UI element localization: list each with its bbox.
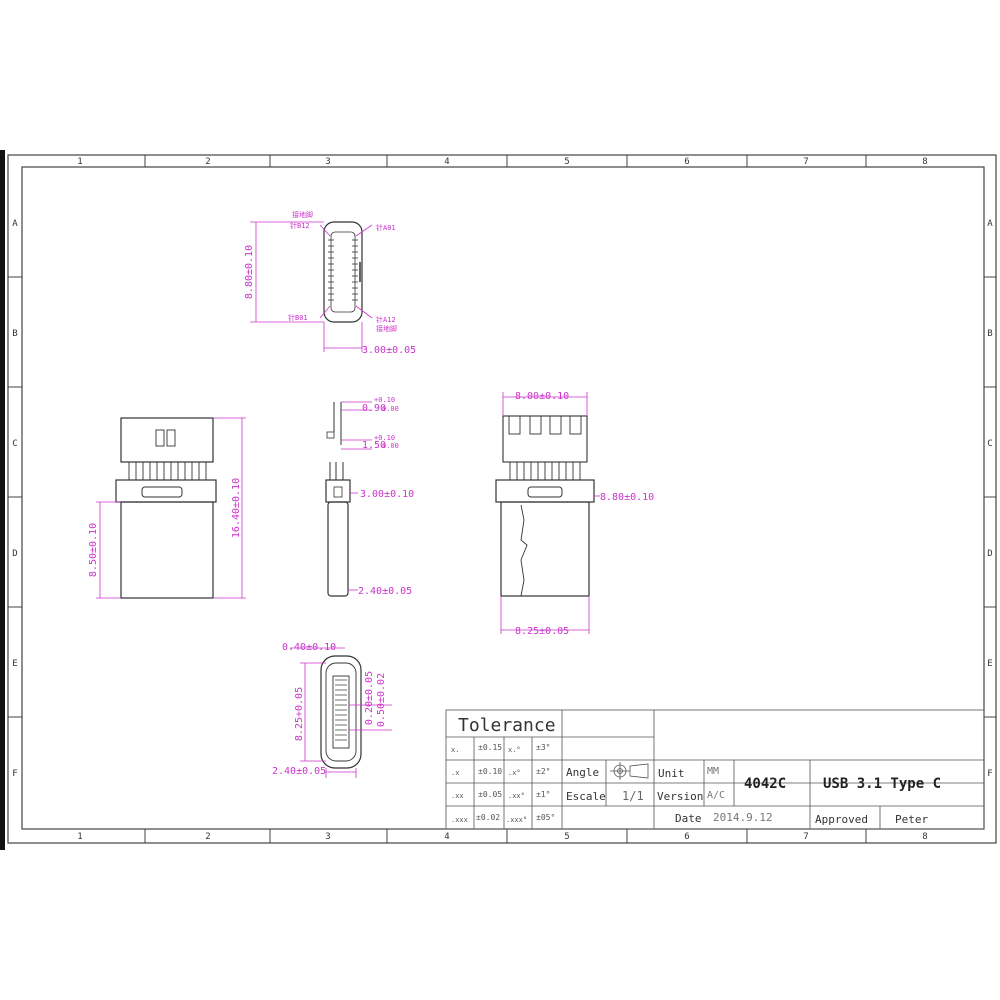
approved-value: Peter [895, 813, 928, 826]
version-label: Version [657, 790, 703, 803]
row-labels: A B C D E F A B C D E F [12, 219, 993, 779]
escale-label: Escale [566, 790, 606, 803]
col-label-bottom: 7 [803, 832, 808, 842]
title-block [445, 709, 985, 830]
col-label-top: 1 [77, 157, 82, 167]
tol-angle-key: x.° [508, 746, 521, 754]
dim-end-top: 0.40±0.10 [282, 642, 336, 653]
dim-top-width: 3.00±0.05 [362, 345, 416, 356]
tolerance-title: Tolerance [458, 715, 556, 736]
row-label-left: C [12, 439, 17, 449]
part-number: 4042C [744, 776, 786, 792]
row-label-right: C [987, 439, 992, 449]
side-view: 0.90 +0.10 0.00 1.50 +0.10 0.00 3.00±0.1… [325, 396, 414, 597]
angle-label: Angle [566, 766, 599, 779]
row-label-right: E [987, 659, 992, 669]
tol-key: .xxx [451, 816, 468, 824]
row-label-left: D [12, 549, 17, 559]
pin-label-a12: 针A12 [376, 315, 396, 324]
col-label-bottom: 2 [205, 832, 210, 842]
row-ticks [8, 276, 996, 718]
title-block-text: Tolerance x. ±0.15 x.° ±3° .x ±0.10 .x° … [451, 715, 941, 826]
row-label-left: B [12, 329, 17, 339]
tol-angle-key: .xxx° [506, 816, 527, 824]
dim-side-2: 1.50 [362, 440, 386, 451]
end-view: 0.40±0.10 8.25+0.05 0.20±0.05 0.50±0.02 … [272, 642, 392, 778]
approved-label: Approved [815, 813, 868, 826]
tol-angle-key: .x° [508, 769, 521, 777]
dim-side-2-tol-upper: +0.10 [374, 434, 395, 442]
tol-value: ±0.05 [478, 790, 502, 799]
dim-side-2-tol-lower: 0.00 [382, 442, 399, 450]
dim-right-top: 8.00±0.10 [515, 391, 569, 402]
col-label-top: 5 [564, 157, 569, 167]
dim-end-pitch-2: 0.50±0.02 [376, 673, 387, 727]
col-label-bottom: 4 [444, 832, 449, 842]
dim-end-pitch: 0.20±0.05 [364, 671, 375, 725]
col-label-top: 8 [922, 157, 927, 167]
dim-side-3: 3.00±0.10 [360, 489, 414, 500]
col-label-top: 6 [684, 157, 689, 167]
projection-symbol-icon [610, 762, 649, 780]
top-view: 8.80±0.10 3.00±0.05 接地脚 针B12 针A01 针B01 针… [244, 210, 416, 356]
col-label-top: 3 [325, 157, 330, 167]
dim-side-1-tol-upper: +0.10 [374, 396, 395, 404]
col-label-top: 2 [205, 157, 210, 167]
dim-right-bottom: 8.25±0.05 [515, 626, 569, 637]
dim-right-mid: 8.80±0.10 [600, 492, 654, 503]
unit-value: MM [707, 766, 719, 777]
dim-front-total: 16.40±0.10 [231, 478, 242, 538]
col-label-top: 4 [444, 157, 449, 167]
top-note-ground-1: 接地脚 [292, 210, 313, 219]
dim-side-1: 0.90 [362, 403, 386, 414]
column-ticks [144, 155, 867, 843]
dim-end-width: 2.40±0.05 [272, 766, 326, 777]
dim-end-height: 8.25+0.05 [294, 687, 305, 741]
dim-side-4: 2.40±0.05 [358, 586, 412, 597]
col-label-bottom: 1 [77, 832, 82, 842]
tol-key: .xx [451, 792, 464, 800]
pin-label-b01: 针B01 [288, 313, 308, 322]
col-label-bottom: 6 [684, 832, 689, 842]
tol-angle-value: ±05° [536, 813, 555, 822]
col-label-top: 7 [803, 157, 808, 167]
front-view: 16.40±0.10 8.50±0.10 [88, 417, 246, 599]
row-label-left: E [12, 659, 17, 669]
date-label: Date [675, 812, 702, 825]
row-label-right: B [987, 329, 992, 339]
right-view: 8.00±0.10 8.80±0.10 8.25±0.05 [495, 391, 654, 637]
col-label-bottom: 3 [325, 832, 330, 842]
part-title: USB 3.1 Type C [823, 776, 941, 792]
tol-value: ±0.02 [476, 813, 500, 822]
row-label-left: A [12, 219, 18, 229]
tol-key: x. [451, 746, 459, 754]
sheet-edge [0, 150, 5, 850]
column-labels: 1 2 3 4 5 6 7 8 1 2 3 4 5 6 7 8 [77, 157, 927, 842]
dim-side-1-tol-lower: 0.00 [382, 405, 399, 413]
date-value: 2014.9.12 [713, 811, 773, 824]
row-label-right: D [987, 549, 992, 559]
tol-key: .x [451, 769, 459, 777]
tol-angle-value: ±3° [536, 743, 550, 752]
row-label-left: F [12, 769, 17, 779]
unit-label: Unit [658, 767, 685, 780]
top-note-ground-2: 接地脚 [376, 324, 397, 333]
pin-label-a01: 针A01 [376, 223, 396, 232]
row-label-right: A [987, 219, 993, 229]
tol-angle-value: ±2° [536, 767, 550, 776]
tol-value: ±0.10 [478, 767, 502, 776]
escale-value: 1/1 [622, 789, 644, 803]
col-label-bottom: 5 [564, 832, 569, 842]
tol-value: ±0.15 [478, 743, 502, 752]
outer-frame [7, 154, 997, 844]
tol-angle-value: ±1° [536, 790, 550, 799]
version-value: A/C [707, 790, 725, 801]
dim-front-body: 8.50±0.10 [88, 523, 99, 577]
col-label-bottom: 8 [922, 832, 927, 842]
dim-top-height: 8.80±0.10 [244, 245, 255, 299]
row-label-right: F [987, 769, 992, 779]
pin-label-b12: 针B12 [290, 221, 310, 230]
tol-angle-key: .xx° [508, 792, 525, 800]
